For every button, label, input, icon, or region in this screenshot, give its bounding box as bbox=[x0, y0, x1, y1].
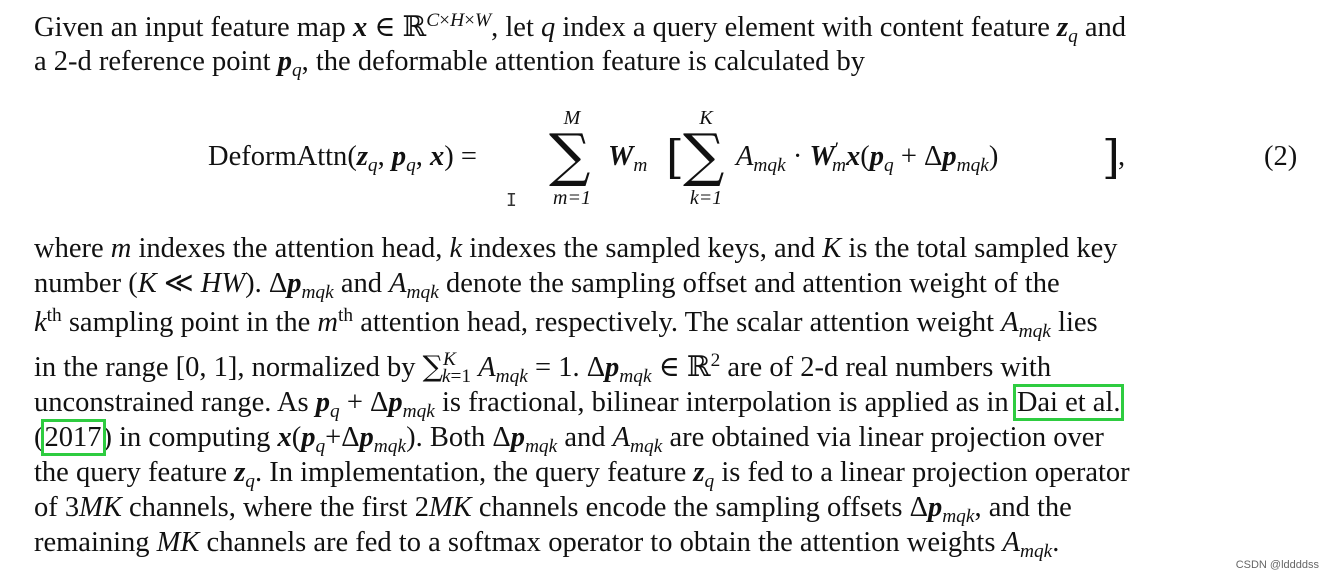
text-span: remaining bbox=[34, 527, 150, 558]
text-span: channels, where the first bbox=[129, 492, 408, 523]
sum-m-symbol: ∑ bbox=[549, 121, 591, 189]
text-span: number bbox=[34, 268, 122, 299]
text-span: , normalized by bbox=[237, 352, 416, 383]
text-span: and bbox=[340, 268, 382, 299]
deform-attn-func: DeformAttn bbox=[208, 141, 348, 172]
text-span: a 2-d reference point bbox=[34, 46, 271, 77]
text-span: are obtained via linear projection over bbox=[669, 422, 1104, 453]
sum-k-symbol: ∑ bbox=[683, 121, 725, 189]
text-span: index a query element with content featu… bbox=[562, 12, 1050, 43]
text-span: and bbox=[564, 422, 606, 453]
text-line-6: in the range [0, 1], normalized by ∑Kk=1… bbox=[34, 349, 1052, 388]
text-line-1: Given an input feature map x ∈ ℝC×H×W, l… bbox=[34, 10, 1127, 48]
text-span: indexes the attention head, bbox=[138, 233, 443, 264]
right-bracket: ] bbox=[1102, 130, 1120, 184]
text-span: , the deformable attention feature is ca… bbox=[301, 46, 866, 77]
text-span: in computing bbox=[119, 422, 271, 453]
text-span: in the range bbox=[34, 352, 169, 383]
equation-lhs: DeformAttn(zq, pq, x) = bbox=[208, 141, 477, 177]
text-span: let bbox=[505, 12, 534, 43]
sum-k-lower: k=1 bbox=[689, 187, 723, 209]
text-span: attention head, respectively. The scalar… bbox=[360, 307, 995, 338]
text-line-8: (2017) in computing x(pq+Δpmqk). Both Δp… bbox=[34, 419, 1104, 458]
left-bracket: [ bbox=[666, 130, 684, 184]
text-span: lies bbox=[1058, 307, 1098, 338]
watermark: CSDN @lddddss bbox=[1235, 559, 1319, 571]
text-span: is fractional, bilinear interpolation is… bbox=[442, 387, 1009, 418]
softmax-term: softmax bbox=[447, 527, 542, 558]
text-span: . Both bbox=[415, 422, 486, 453]
sum-m-lower: m=1 bbox=[553, 187, 591, 209]
text-span: of bbox=[34, 492, 58, 523]
text-span: , and the bbox=[974, 492, 1072, 523]
equation-comma: , bbox=[1118, 141, 1126, 172]
text-span: Given an input feature map bbox=[34, 12, 346, 43]
text-line-2: a 2-d reference point pq, the deformable… bbox=[34, 46, 866, 82]
text-span: and bbox=[1084, 12, 1127, 43]
equation-wm: Wm bbox=[608, 141, 648, 177]
citation-dai-link[interactable]: Dai et al. bbox=[1012, 384, 1125, 421]
text-span: is fed to a linear projection operator bbox=[721, 457, 1130, 488]
text-span: indexes the sampled keys, and bbox=[469, 233, 816, 264]
text-span: channels encode the sampling offsets bbox=[478, 492, 903, 523]
equation-rhs: Amqk · W′mx(pq + Δpmqk) bbox=[736, 139, 999, 177]
text-span: channels are fed to a bbox=[206, 527, 441, 558]
text-span: unconstrained range. As bbox=[34, 387, 309, 418]
text-cursor-icon: I bbox=[506, 190, 517, 211]
text-line-5: kth sampling point in the mth attention … bbox=[34, 305, 1098, 343]
text-span: sampling point in the bbox=[68, 307, 311, 338]
text-line-7: unconstrained range. As pq + Δpmqk is fr… bbox=[34, 384, 1125, 423]
citation-year-link[interactable]: 2017 bbox=[40, 419, 106, 456]
sum-k-upper: K bbox=[699, 107, 713, 129]
equation-number: (2) bbox=[1264, 141, 1298, 172]
text-span: . In implementation, the query feature bbox=[254, 457, 687, 488]
text-span: the query feature bbox=[34, 457, 228, 488]
text-span: where bbox=[34, 233, 104, 264]
text-span: is the total sampled key bbox=[848, 233, 1118, 264]
text-span: operator to obtain the attention weights bbox=[548, 527, 996, 558]
text-line-11: remaining MK channels are fed to a softm… bbox=[34, 527, 1060, 563]
text-line-10: of 3MK channels, where the first 2MK cha… bbox=[34, 492, 1072, 528]
text-span: are of 2-d real numbers with bbox=[727, 352, 1052, 383]
text-span: denote the sampling offset and attention… bbox=[445, 268, 1060, 299]
sum-m-upper: M bbox=[563, 107, 581, 129]
text-line-9: the query feature zq. In implementation,… bbox=[34, 457, 1130, 493]
text-line-3: where m indexes the attention head, k in… bbox=[34, 233, 1118, 264]
text-line-4: number (K ≪ HW). Δpmqk and Amqk denote t… bbox=[34, 268, 1060, 304]
equation-2: DeformAttn(zq, pq, x) = M ∑ m=1 Wm [ K ∑… bbox=[0, 104, 1327, 214]
